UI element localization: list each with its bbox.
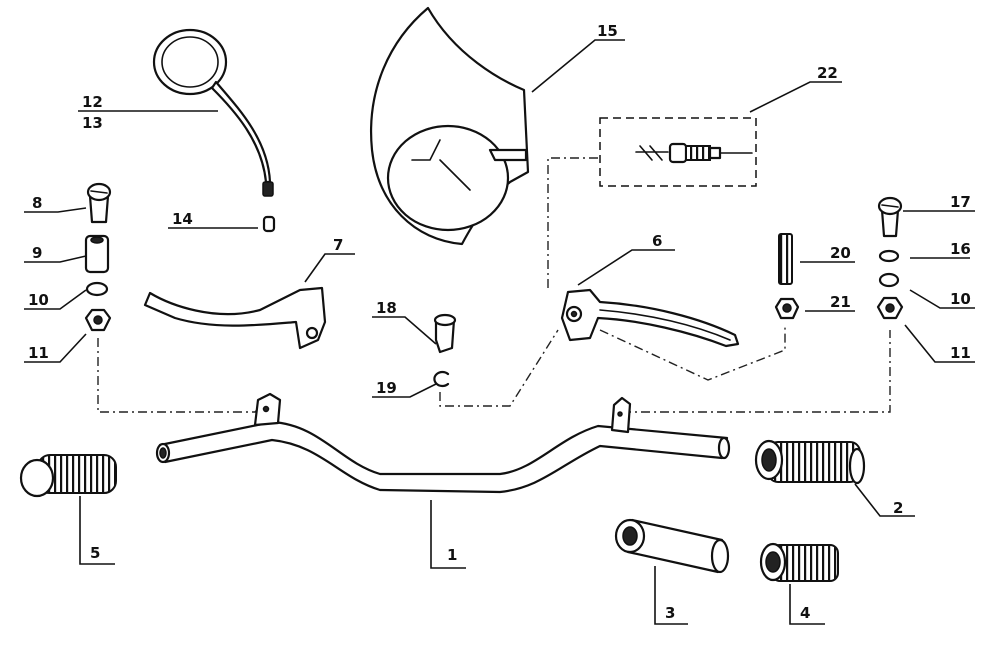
right-lever	[560, 288, 740, 348]
callout-1: 1	[447, 546, 457, 564]
nut-right	[876, 296, 904, 320]
callout-12: 12	[82, 93, 103, 111]
callout-10-right: 10	[950, 290, 971, 308]
right-grip	[754, 439, 866, 485]
adjuster-screw-left	[86, 182, 112, 224]
assembly-lines	[97, 157, 891, 413]
washer-right	[878, 272, 900, 288]
handlebar	[155, 392, 731, 494]
leader-lines	[24, 39, 975, 625]
callout-16: 16	[950, 240, 971, 258]
callout-13: 13	[82, 114, 103, 132]
callout-6: 6	[652, 232, 662, 250]
washer-16	[878, 249, 900, 263]
callout-9: 9	[32, 244, 42, 262]
callout-15: 15	[597, 22, 618, 40]
callout-7: 7	[333, 236, 343, 254]
callout-19: 19	[376, 379, 397, 397]
callout-18: 18	[376, 299, 397, 317]
callout-11-right: 11	[950, 344, 971, 362]
switch-detail	[599, 117, 757, 187]
adjuster-screw-right	[877, 196, 903, 238]
callout-4: 4	[800, 604, 810, 622]
callout-labels: 1 2 3 4 5 6 7 8 9 10 11 12 13 14 15 16 1…	[28, 22, 971, 622]
washer-left	[85, 281, 109, 297]
callout-11-left: 11	[28, 344, 49, 362]
callout-3: 3	[665, 604, 675, 622]
mirror	[152, 28, 274, 197]
callout-14: 14	[172, 210, 193, 228]
small-sleeve	[262, 215, 276, 233]
callout-22: 22	[817, 64, 838, 82]
nut-21	[774, 297, 800, 320]
barrel-nut	[84, 234, 110, 274]
callout-10-left: 10	[28, 291, 49, 309]
callout-17: 17	[950, 193, 971, 211]
callout-5: 5	[90, 544, 100, 562]
callout-8: 8	[32, 194, 42, 212]
left-lever	[143, 286, 327, 350]
threaded-stud	[778, 233, 793, 285]
pivot-pin	[433, 313, 457, 354]
throttle-grip	[759, 542, 839, 582]
callout-21: 21	[830, 293, 851, 311]
callout-20: 20	[830, 244, 851, 262]
circlip	[433, 370, 450, 388]
nut-left	[84, 308, 112, 332]
left-grip	[19, 454, 117, 498]
callout-2: 2	[893, 499, 903, 517]
throttle-sleeve	[614, 518, 730, 574]
headlamp-shell	[370, 6, 530, 246]
